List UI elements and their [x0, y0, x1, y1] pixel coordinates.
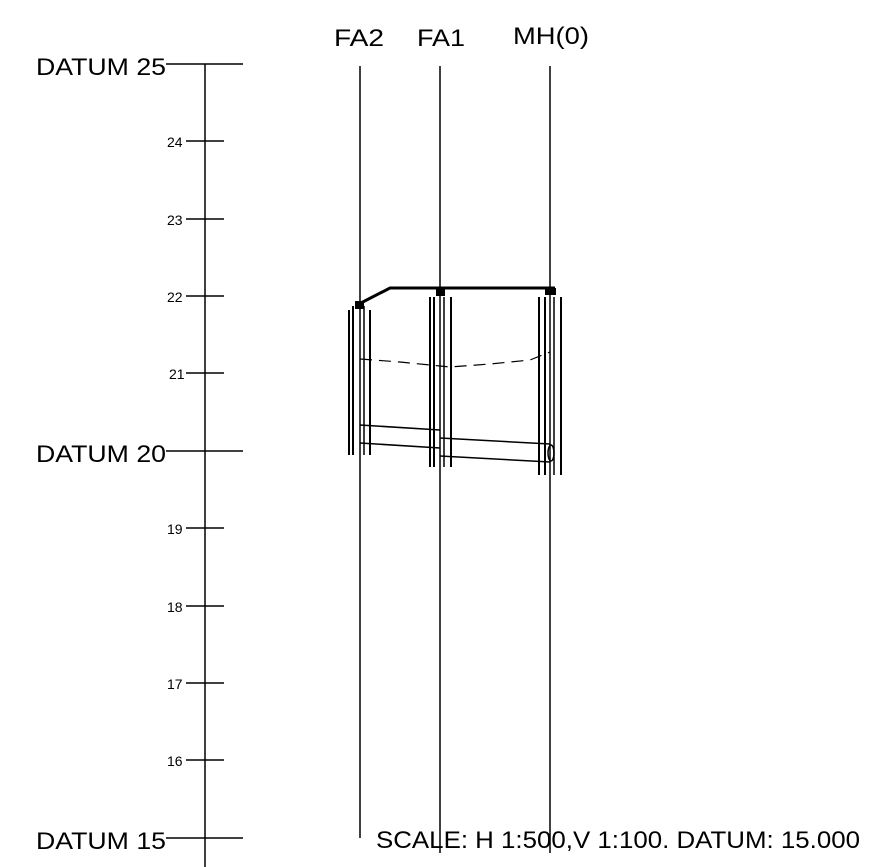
ground-level-line	[356, 286, 555, 307]
pipe-outlet	[547, 444, 555, 462]
pipe-fa1-mh0	[439, 437, 551, 463]
pipe-fa2-fa1	[359, 424, 441, 449]
chamber-fa2	[348, 301, 371, 455]
station-label-fa2: FA2	[334, 25, 384, 52]
station-labels: FA2 FA1 MH(0)	[334, 23, 589, 52]
level-label: 21	[169, 366, 185, 382]
level-label: 17	[167, 676, 183, 692]
station-label-fa1: FA1	[417, 25, 465, 52]
level-label: 16	[167, 753, 183, 769]
station-lines	[359, 66, 551, 853]
existing-level-dashed-line	[359, 351, 551, 368]
cover-marker	[545, 288, 556, 295]
station-label-mh0: MH(0)	[513, 23, 589, 50]
level-label: 19	[167, 521, 183, 537]
level-label: 24	[167, 134, 183, 150]
datum-label-15: DATUM 15	[36, 828, 166, 855]
level-label: 22	[167, 289, 183, 305]
cover-marker	[436, 288, 445, 296]
level-label: 18	[167, 599, 183, 615]
datum-label-25: DATUM 25	[36, 54, 166, 81]
datum-label-20: DATUM 20	[36, 441, 166, 468]
level-label: 23	[167, 212, 183, 228]
scale-note: SCALE: H 1:500,V 1:100. DATUM: 15.000	[376, 827, 860, 854]
chamber-mh0	[538, 288, 562, 475]
level-axis: DATUM 25 DATUM 20 DATUM 15 24 23 22 21 1…	[36, 54, 243, 867]
